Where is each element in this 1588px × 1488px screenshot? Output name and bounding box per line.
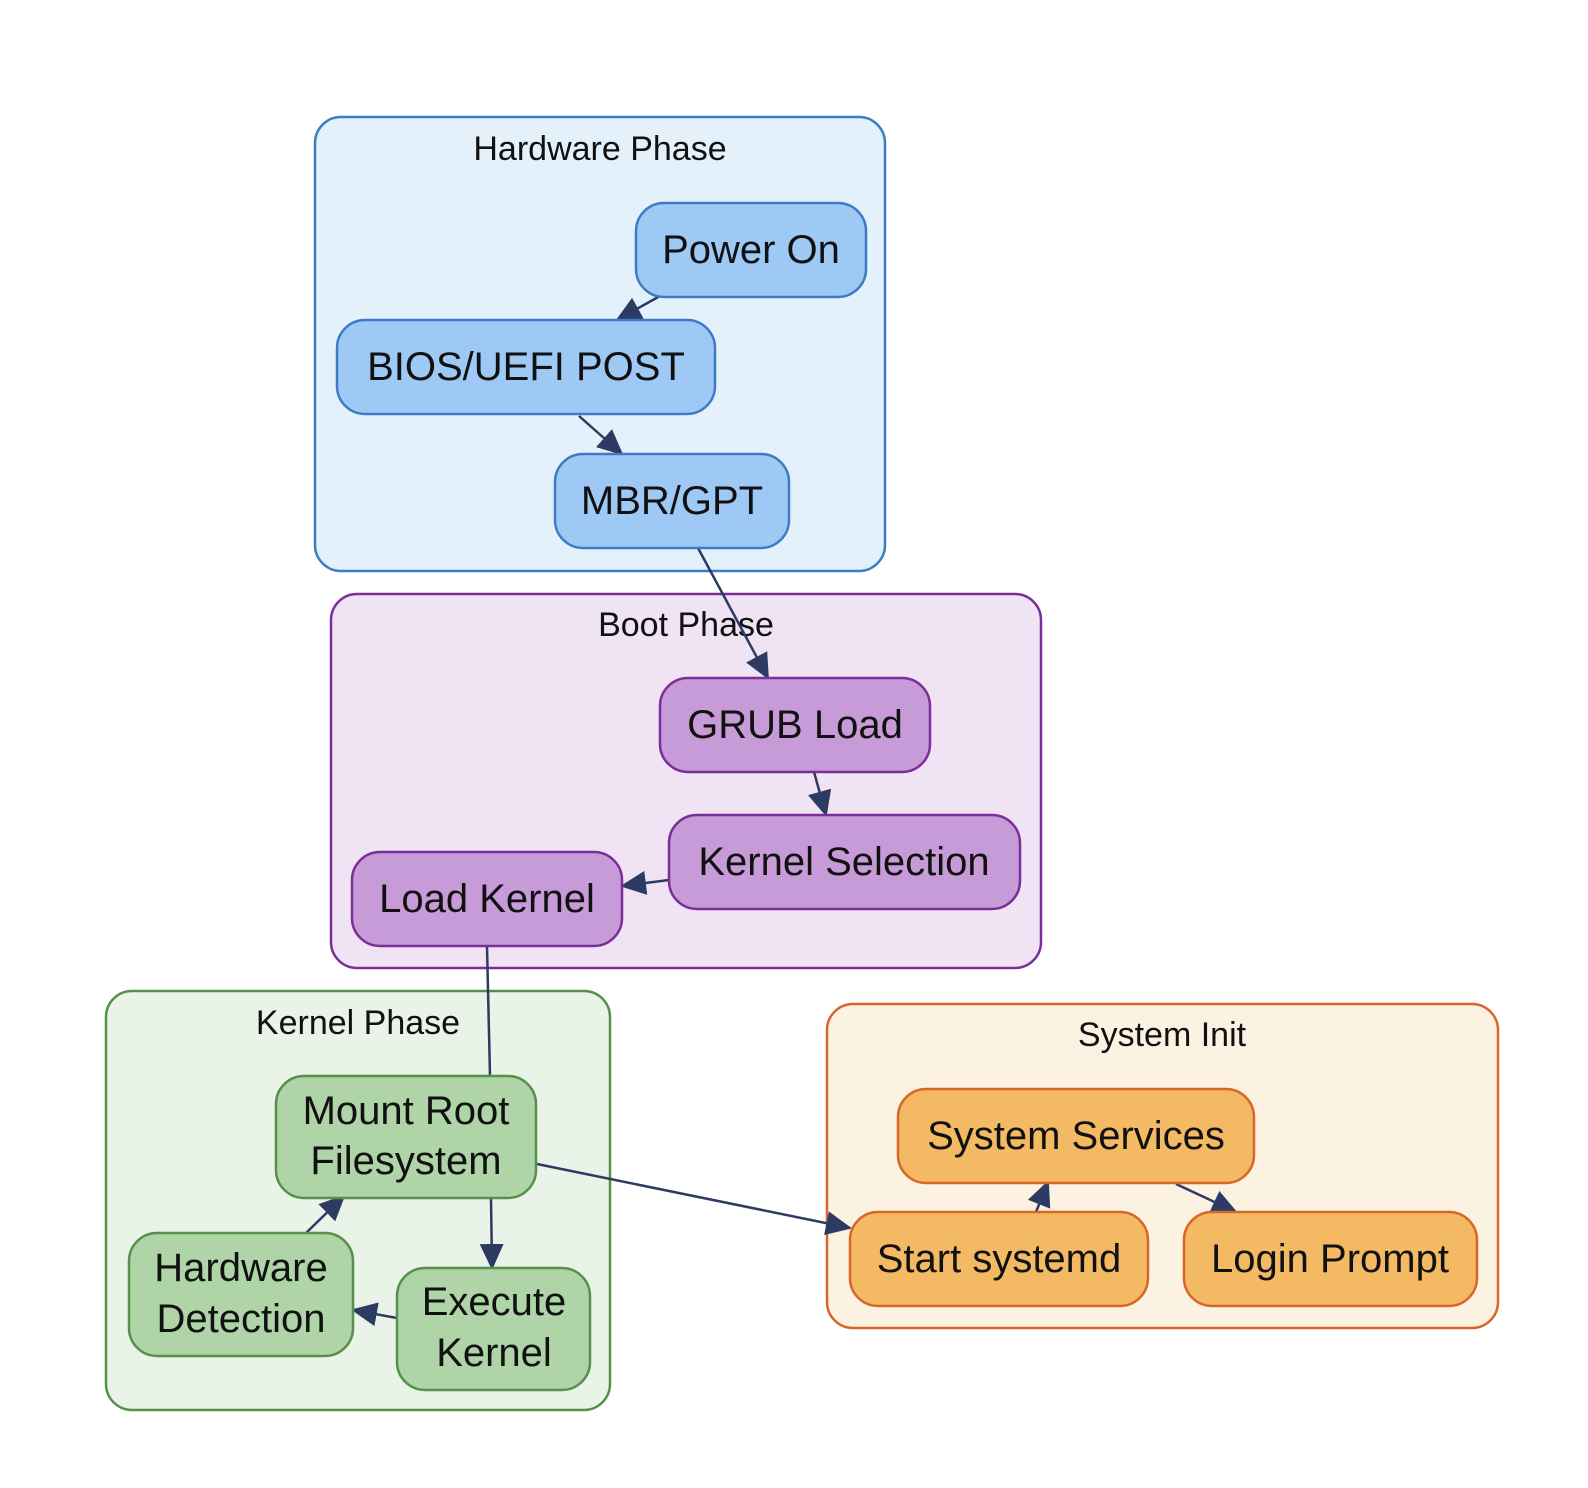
node-mount-root-label-line1: Mount Root (303, 1089, 510, 1133)
edge-bios-to-mbr (578, 415, 624, 456)
node-hardware-detection[interactable]: Hardware Detection (127, 1231, 355, 1358)
node-bios-post-box[interactable] (335, 318, 717, 416)
node-grub-load-box[interactable] (658, 676, 932, 774)
node-mount-root-box[interactable] (274, 1074, 538, 1200)
edge-system-services-to-login-prompt (1175, 1182, 1238, 1214)
node-execute-kernel-label-line2: Kernel (436, 1331, 552, 1375)
cluster-boot-label: Boot Phase (598, 606, 774, 644)
node-execute-kernel-label-line1: Execute (422, 1280, 567, 1324)
edge-start-systemd-to-system-services (1027, 1180, 1051, 1213)
node-system-services-box[interactable] (896, 1087, 1256, 1185)
node-execute-kernel-box[interactable] (395, 1266, 592, 1392)
node-login-prompt-label: Login Prompt (1211, 1237, 1449, 1281)
edge-mbr-to-grub (696, 547, 770, 680)
node-load-kernel[interactable]: Load Kernel (350, 850, 624, 948)
edge-load-kernel-to-mount-root (485, 945, 492, 1077)
node-login-prompt-box[interactable] (1182, 1210, 1479, 1308)
node-mbr-gpt-label: MBR/GPT (581, 479, 763, 523)
node-hardware-detection-box[interactable] (127, 1231, 355, 1358)
cluster-init-label: System Init (1078, 1016, 1247, 1054)
node-system-services[interactable]: System Services (896, 1087, 1256, 1185)
edge-kernel-selection-to-load-kernel (620, 871, 670, 895)
node-mbr-gpt[interactable]: MBR/GPT (553, 452, 791, 550)
edge-execute-kernel-to-hardware-detection (351, 1302, 398, 1327)
edge-mount-root-to-execute-kernel (479, 1197, 504, 1270)
node-bios-post-label: BIOS/UEFI POST (367, 345, 685, 389)
node-mbr-gpt-box[interactable] (553, 452, 791, 550)
edge-hardware-detection-to-mount-root (305, 1194, 346, 1234)
node-execute-kernel[interactable]: Execute Kernel (395, 1266, 592, 1392)
node-load-kernel-label: Load Kernel (379, 877, 595, 921)
node-mount-root[interactable]: Mount Root Filesystem (274, 1074, 538, 1200)
node-power-on-box[interactable] (634, 201, 868, 299)
node-system-services-label: System Services (927, 1114, 1225, 1158)
node-kernel-selection-label: Kernel Selection (698, 840, 989, 884)
node-grub-load[interactable]: GRUB Load (658, 676, 932, 774)
node-kernel-selection-box[interactable] (667, 813, 1022, 911)
node-bios-post[interactable]: BIOS/UEFI POST (335, 318, 717, 416)
node-mount-root-label-line2: Filesystem (310, 1139, 501, 1183)
node-load-kernel-box[interactable] (350, 850, 624, 948)
node-start-systemd-label: Start systemd (877, 1237, 1122, 1281)
node-hardware-detection-label-line2: Detection (157, 1297, 326, 1341)
edge-mount-root-to-start-systemd (536, 1162, 852, 1235)
node-start-systemd[interactable]: Start systemd (848, 1210, 1150, 1308)
node-kernel-selection[interactable]: Kernel Selection (667, 813, 1022, 911)
cluster-kernel-label: Kernel Phase (256, 1004, 460, 1042)
edges (305, 294, 1238, 1327)
node-power-on-label: Power On (662, 228, 840, 272)
node-grub-load-label: GRUB Load (687, 703, 903, 747)
edge-power-on-to-bios (615, 294, 661, 322)
nodes: Power On BIOS/UEFI POST MBR/GPT GRUB Loa… (127, 201, 1479, 1392)
node-power-on[interactable]: Power On (634, 201, 868, 299)
node-start-systemd-box[interactable] (848, 1210, 1150, 1308)
edge-grub-to-kernel-selection (807, 771, 832, 817)
cluster-hardware-label: Hardware Phase (473, 130, 726, 168)
node-hardware-detection-label-line1: Hardware (154, 1246, 327, 1290)
node-login-prompt[interactable]: Login Prompt (1182, 1210, 1479, 1308)
